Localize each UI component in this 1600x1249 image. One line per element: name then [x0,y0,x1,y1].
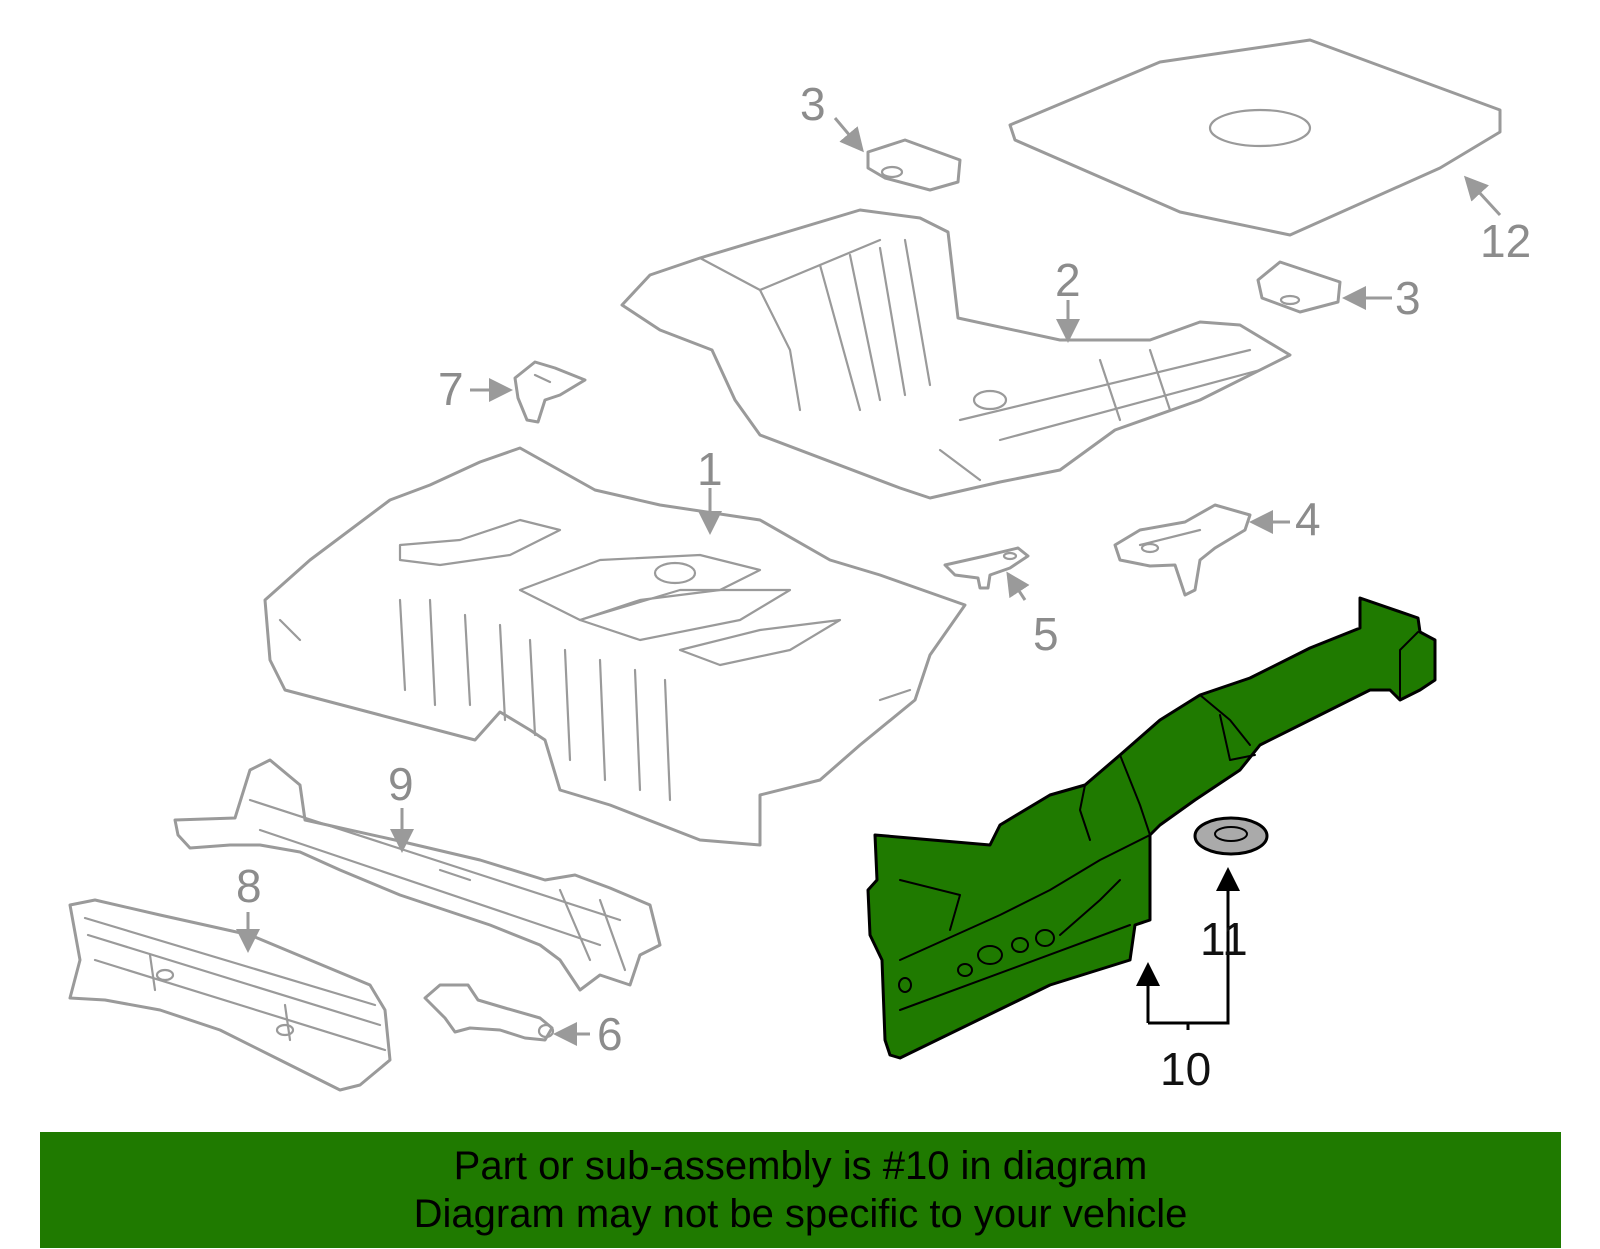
callout-4: 4 [1295,493,1321,545]
callout-10: 10 [1160,1043,1211,1095]
part-10-highlighted-rail [866,596,1437,1060]
callout-5: 5 [1033,608,1059,660]
info-banner: Part or sub-assembly is #10 in diagram D… [40,1132,1561,1248]
banner-line-part: Part or sub-assembly is #10 in diagram [453,1144,1148,1188]
callout-7: 7 [438,363,464,415]
part-12-trunk-mat [1008,38,1502,237]
part-4-bracket [1113,503,1252,597]
part-8-rear-rail [68,898,392,1092]
part-1-main-floor [263,446,967,847]
callout-6: 6 [597,1008,623,1060]
callout-8: 8 [236,860,262,912]
part-5-bracket [943,546,1030,590]
part-6-bracket [423,983,555,1042]
callout-1: 1 [697,443,723,495]
callout-9: 9 [388,758,414,810]
part-3-bracket-lower [1256,260,1342,314]
callout-3-lower: 3 [1395,272,1421,324]
part-7-bracket [513,360,587,424]
part-2-rear-floor-pan [620,208,1292,500]
callout-3-upper: 3 [800,78,826,130]
callout-2: 2 [1055,254,1081,306]
part-3-bracket-upper [866,138,962,192]
banner-line-disclaimer: Diagram may not be specific to your vehi… [413,1192,1188,1236]
part-11-grommet [1193,816,1269,856]
callout-12: 12 [1480,215,1531,267]
callout-11: 11 [1200,913,1248,965]
parts-diagram: 1 2 3 3 4 5 6 7 8 9 12 11 10 [68,38,1531,1095]
callout-labels: 1 2 3 3 4 5 6 7 8 9 12 11 10 [236,78,1531,1095]
part-9-crossmember [173,758,662,992]
leader-lines [236,117,1502,1046]
